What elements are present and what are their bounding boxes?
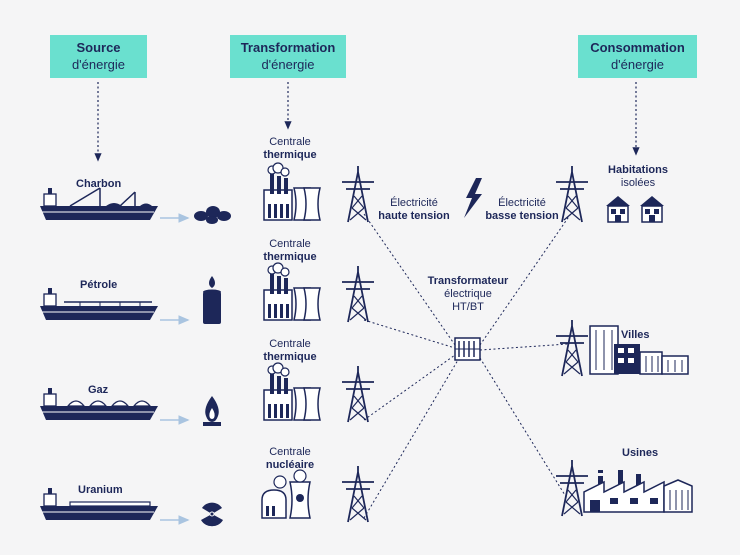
plant-label-1-type: Centrale (269, 136, 311, 148)
tower-icon-4 (341, 465, 375, 523)
habitations-line2: isolées (620, 177, 656, 189)
gas-ship-icon (39, 387, 159, 421)
low-voltage-line1: Électricité (498, 197, 546, 209)
transformer-line2: électrique (444, 288, 492, 300)
header-consommation: Consommation d'énergie (578, 35, 697, 78)
header-source-subtitle: d'énergie (71, 57, 126, 72)
plant-label-1: Centrale thermique (250, 136, 330, 162)
pole-icon-villes (555, 319, 589, 377)
habitations-label: Habitations isolées (598, 164, 678, 190)
source-label-charbon: Charbon (76, 178, 122, 190)
header-transformation-subtitle: d'énergie (261, 57, 315, 72)
plant-label-2-type: Centrale (269, 238, 311, 250)
plant-label-2-kind: thermique (263, 251, 317, 263)
transformer-label: Transformateur électrique HT/BT (416, 275, 520, 314)
transmission-lines (363, 213, 571, 519)
plant-label-4-type: Centrale (269, 446, 311, 458)
high-voltage-label: Électricité haute tension (372, 197, 456, 223)
villes-label: Villes (621, 329, 650, 341)
low-voltage-line2: basse tension (485, 210, 559, 222)
plant-label-1-kind: thermique (263, 149, 317, 161)
oil-ship-icon (39, 287, 159, 321)
header-transformation: Transformation d'énergie (230, 35, 346, 78)
house-icon-1 (605, 195, 631, 223)
uranium-ship-icon (39, 487, 159, 521)
header-transformation-title: Transformation (240, 40, 336, 55)
nuclear-plant-icon (261, 469, 311, 519)
lightning-icon (464, 178, 482, 218)
high-voltage-line1: Électricité (390, 197, 438, 209)
coal-icon (194, 206, 231, 224)
plant-label-3-kind: thermique (263, 351, 317, 363)
source-label-petrole: Pétrole (80, 279, 118, 291)
house-icon-2 (639, 195, 665, 223)
plant-label-2: Centrale thermique (250, 238, 330, 264)
source-label-gaz: Gaz (88, 384, 109, 396)
plant-label-4: Centrale nucléaire (250, 446, 330, 472)
city-icon (589, 325, 689, 375)
tower-icon-1 (341, 165, 375, 223)
transformer-line3: HT/BT (452, 301, 484, 313)
oil-barrel-icon (203, 276, 221, 324)
usines-label: Usines (622, 447, 659, 459)
thermal-plant-icon-3 (263, 362, 321, 421)
plant-label-3: Centrale thermique (250, 338, 330, 364)
plant-label-3-type: Centrale (269, 338, 311, 350)
header-consommation-subtitle: d'énergie (610, 57, 665, 72)
header-source: Source d'énergie (50, 35, 147, 78)
tower-icon-3 (341, 365, 375, 423)
thermal-plant-icon-2 (263, 262, 321, 321)
header-source-title: Source (76, 40, 121, 55)
factory-icon (583, 470, 693, 513)
source-label-uranium: Uranium (78, 484, 123, 496)
high-voltage-line2: haute tension (378, 210, 450, 222)
gas-flame-icon (203, 396, 221, 426)
tower-icon-2 (341, 265, 375, 323)
coal-ship-icon (39, 187, 159, 221)
plant-label-4-kind: nucléaire (265, 459, 315, 471)
transformer-line1: Transformateur (427, 275, 509, 287)
habitations-line1: Habitations (608, 164, 668, 176)
radiation-icon (201, 502, 223, 527)
header-consommation-title: Consommation (590, 40, 685, 55)
thermal-plant-icon-1 (263, 162, 321, 221)
low-voltage-label: Électricité basse tension (478, 197, 566, 223)
transformer-icon (454, 337, 481, 361)
